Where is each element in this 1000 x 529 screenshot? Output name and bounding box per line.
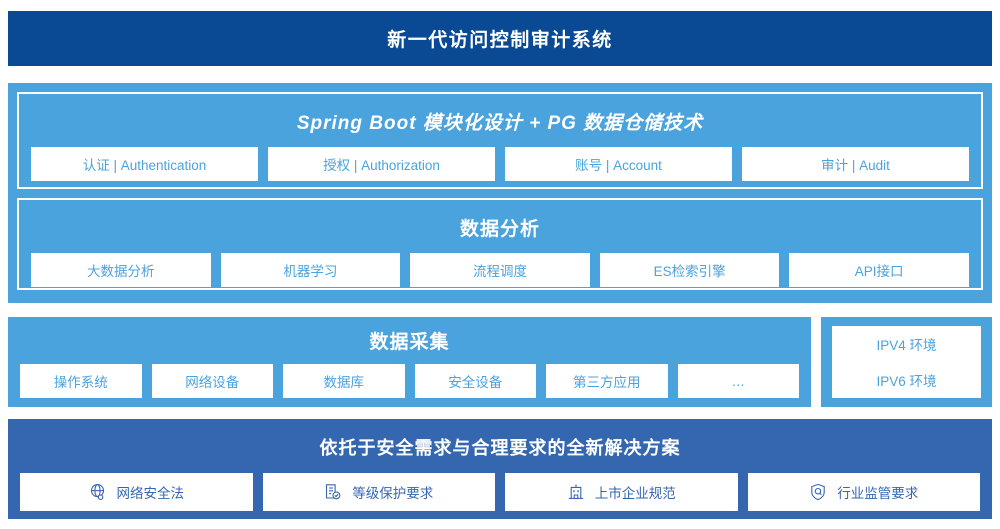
document-check-icon — [324, 483, 342, 501]
analysis-card-label: ES检索引擎 — [653, 264, 726, 279]
analysis-card-label: 流程调度 — [472, 264, 527, 279]
solution-card-label: 上市企业规范 — [594, 486, 676, 501]
collection-panel-title: 数据采集 — [369, 332, 450, 353]
collection-card-label: 安全设备 — [448, 375, 503, 390]
auth-card-row: 认证 | Authentication 授权 | Authorization 账… — [31, 147, 969, 181]
analysis-card-bigdata[interactable]: 大数据分析 — [31, 253, 211, 287]
collection-card-label: 第三方应用 — [573, 375, 641, 390]
auth-panel-title: Spring Boot 模块化设计 + PG 数据仓储技术 — [296, 113, 704, 134]
environment-card-ipv4[interactable]: IPV4 环境 — [832, 326, 981, 362]
collection-card-label: 数据库 — [323, 375, 365, 390]
analysis-card-process-scheduling[interactable]: 流程调度 — [410, 253, 590, 287]
collection-card-row: 操作系统 网络设备 数据库 安全设备 第三方应用 … — [20, 364, 799, 398]
solution-card-label: 等级保护要求 — [352, 486, 434, 501]
solution-card-listed-company-standard[interactable]: 上市企业规范 — [505, 473, 738, 511]
collection-main-panel: 数据采集 操作系统 网络设备 数据库 安全设备 第三方应用 … — [8, 317, 811, 407]
collection-card-security-device[interactable]: 安全设备 — [414, 364, 536, 398]
collection-card-label: 操作系统 — [53, 375, 108, 390]
analysis-card-label: 大数据分析 — [87, 264, 155, 279]
auth-card-label: 账号 | Account — [575, 158, 662, 173]
auth-panel: Spring Boot 模块化设计 + PG 数据仓储技术 认证 | Authe… — [17, 92, 983, 189]
solution-card-label: 行业监管要求 — [837, 486, 919, 501]
environment-card-label: IPV6 环境 — [876, 374, 937, 389]
analysis-panel: 数据分析 大数据分析 机器学习 流程调度 ES检索引擎 API接口 — [17, 198, 983, 290]
analysis-card-label: API接口 — [854, 264, 904, 279]
shield-search-icon — [809, 483, 827, 501]
solution-card-label: 网络安全法 — [116, 486, 185, 501]
environment-panel: IPV4 环境 IPV6 环境 — [821, 317, 992, 407]
analysis-card-row: 大数据分析 机器学习 流程调度 ES检索引擎 API接口 — [31, 253, 969, 287]
diagram-title-bar: 新一代访问控制审计系统 — [8, 11, 992, 66]
environment-card-label: IPV4 环境 — [876, 338, 937, 353]
analysis-card-machine-learning[interactable]: 机器学习 — [220, 253, 401, 287]
auth-card-authorization[interactable]: 授权 | Authorization — [268, 147, 495, 181]
solution-card-graded-protection[interactable]: 等级保护要求 — [262, 473, 495, 511]
solution-panel-title: 依托于安全需求与合理要求的全新解决方案 — [319, 438, 681, 458]
solution-layer-section: 依托于安全需求与合理要求的全新解决方案 网络安全法 — [8, 419, 992, 519]
building-icon — [567, 483, 585, 501]
auth-card-label: 授权 | Authorization — [323, 158, 440, 173]
solution-card-industry-regulation[interactable]: 行业监管要求 — [747, 473, 980, 511]
collection-layer-section: 数据采集 操作系统 网络设备 数据库 安全设备 第三方应用 … — [8, 317, 992, 407]
collection-card-network-device[interactable]: 网络设备 — [151, 364, 273, 398]
analysis-card-api[interactable]: API接口 — [789, 253, 969, 287]
analysis-card-es-search[interactable]: ES检索引擎 — [599, 253, 780, 287]
auth-card-label: 认证 | Authentication — [82, 158, 207, 173]
auth-card-label: 审计 | Audit — [821, 158, 890, 173]
globe-network-icon — [89, 483, 107, 501]
auth-card-account[interactable]: 账号 | Account — [505, 147, 732, 181]
solution-card-row: 网络安全法 等级保护要求 — [20, 473, 980, 511]
collection-card-database[interactable]: 数据库 — [283, 364, 405, 398]
collection-card-label: 网络设备 — [185, 375, 240, 390]
collection-card-third-party-app[interactable]: 第三方应用 — [546, 364, 668, 398]
solution-card-cybersecurity-law[interactable]: 网络安全法 — [20, 473, 253, 511]
analysis-panel-title: 数据分析 — [459, 219, 540, 240]
collection-card-os[interactable]: 操作系统 — [20, 364, 142, 398]
page-title: 新一代访问控制审计系统 — [387, 30, 613, 51]
auth-card-audit[interactable]: 审计 | Audit — [742, 147, 969, 181]
auth-card-authentication[interactable]: 认证 | Authentication — [31, 147, 258, 181]
collection-card-label: … — [731, 373, 746, 389]
environment-card-ipv6[interactable]: IPV6 环境 — [832, 362, 981, 398]
analysis-card-label: 机器学习 — [283, 264, 338, 279]
application-layer-section: Spring Boot 模块化设计 + PG 数据仓储技术 认证 | Authe… — [8, 83, 992, 303]
collection-card-more[interactable]: … — [677, 364, 799, 398]
